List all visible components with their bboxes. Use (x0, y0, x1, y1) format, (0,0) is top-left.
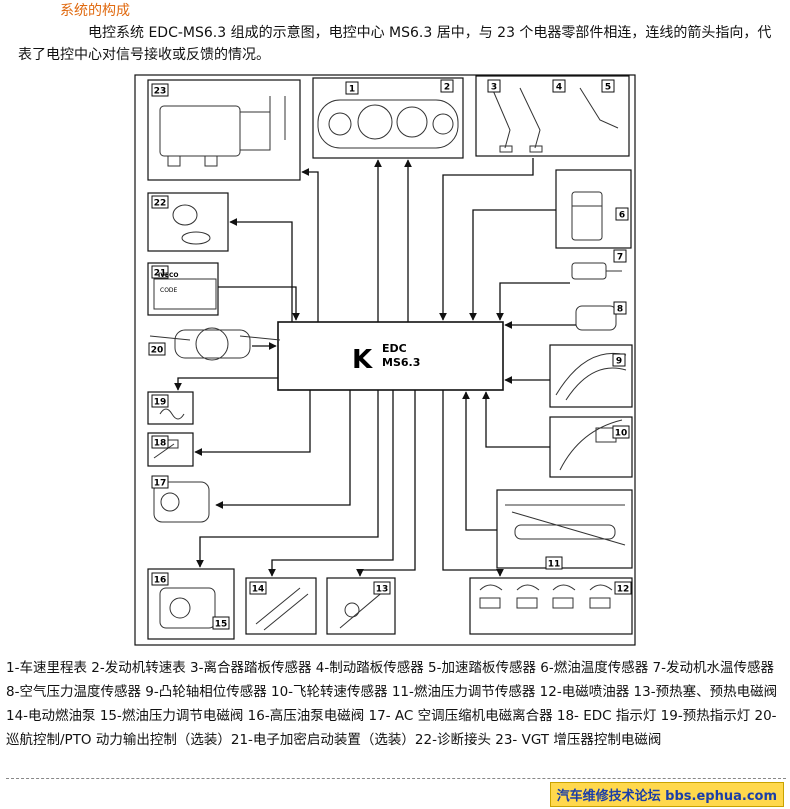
component-number-10: 10 (615, 429, 628, 439)
footer-watermark: 汽车维修技术论坛 bbs.ephua.com (549, 782, 784, 807)
tag-box-12 (614, 581, 632, 595)
tag-box-10 (612, 425, 630, 439)
tag-box-20 (148, 342, 166, 356)
component-number-23: 23 (154, 87, 167, 97)
tag-box-9 (612, 353, 626, 367)
component-number-5: 5 (605, 83, 611, 93)
box-1-2-gauges (312, 77, 464, 159)
ecu-label-model: MS6.3 (382, 356, 420, 369)
tag-box-3 (487, 79, 501, 93)
component-number-2: 2 (444, 83, 450, 93)
component-number-8: 8 (617, 305, 623, 315)
ecu-label-edc: EDC (382, 342, 407, 355)
component-number-20: 20 (151, 346, 164, 356)
tag-box-8 (613, 301, 627, 315)
tag-box-7 (613, 249, 627, 263)
edc-system-diagram: K EDC MS6.3 (134, 74, 636, 646)
tag-box-13 (373, 581, 391, 595)
component-legend: 1-车速里程表 2-发动机转速表 3-离合器踏板传感器 4-制动踏板传感器 5-… (6, 660, 778, 748)
component-number-11: 11 (548, 560, 561, 570)
component-number-7: 7 (617, 253, 623, 263)
card21-code: CODE (160, 287, 178, 294)
tag-box-11 (545, 556, 563, 570)
tag-box-18 (151, 435, 169, 449)
component-number-14: 14 (252, 585, 265, 595)
component-number-21: 21 (154, 269, 167, 279)
footer-divider (6, 778, 786, 779)
component-number-13: 13 (376, 585, 389, 595)
tag-box-19 (151, 394, 169, 408)
component-number-15: 15 (215, 620, 228, 630)
component-number-6: 6 (619, 211, 625, 221)
tag-box-5 (601, 79, 615, 93)
component-number-19: 19 (154, 398, 167, 408)
component-number-22: 22 (154, 199, 167, 209)
component-number-17: 17 (154, 479, 167, 489)
tag-box-1 (345, 81, 359, 95)
component-number-12: 12 (617, 585, 630, 595)
tag-box-14 (249, 581, 267, 595)
box-11-rail (496, 489, 633, 569)
tag-box-17 (151, 475, 169, 489)
component-number-3: 3 (491, 83, 497, 93)
intro-paragraph: 电控系统 EDC-MS6.3 组成的示意图，电控中心 MS6.3 居中，与 23… (18, 25, 772, 63)
tag-box-2 (440, 79, 454, 93)
component-number-18: 18 (154, 439, 167, 449)
card21-brand: IVECO (158, 272, 178, 279)
tag-box-6 (615, 207, 629, 221)
component-number-9: 9 (616, 357, 622, 367)
tag-box-4 (552, 79, 566, 93)
box-12-injectors (469, 577, 633, 635)
component-number-16: 16 (154, 576, 167, 586)
ecu-box: K EDC MS6.3 (277, 321, 504, 391)
tag-box-15 (212, 616, 230, 630)
box-23-vgt-valve (147, 79, 301, 181)
tag-box-21 (151, 265, 169, 279)
tag-box-22 (151, 195, 169, 209)
component-number-1: 1 (349, 85, 355, 95)
component-number-4: 4 (556, 83, 562, 93)
section-title: 系统的构成 (60, 3, 130, 19)
tag-box-16 (151, 572, 169, 586)
ecu-logo: K (352, 345, 373, 375)
diagram-frame (134, 74, 636, 646)
tag-box-23 (151, 83, 169, 97)
